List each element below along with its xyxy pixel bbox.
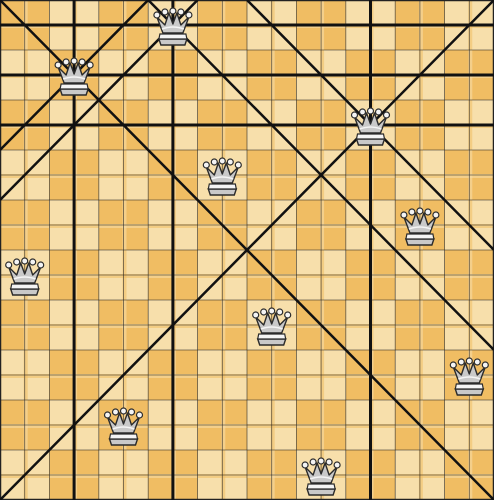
chessboard bbox=[0, 0, 494, 500]
board-svg bbox=[0, 0, 494, 500]
